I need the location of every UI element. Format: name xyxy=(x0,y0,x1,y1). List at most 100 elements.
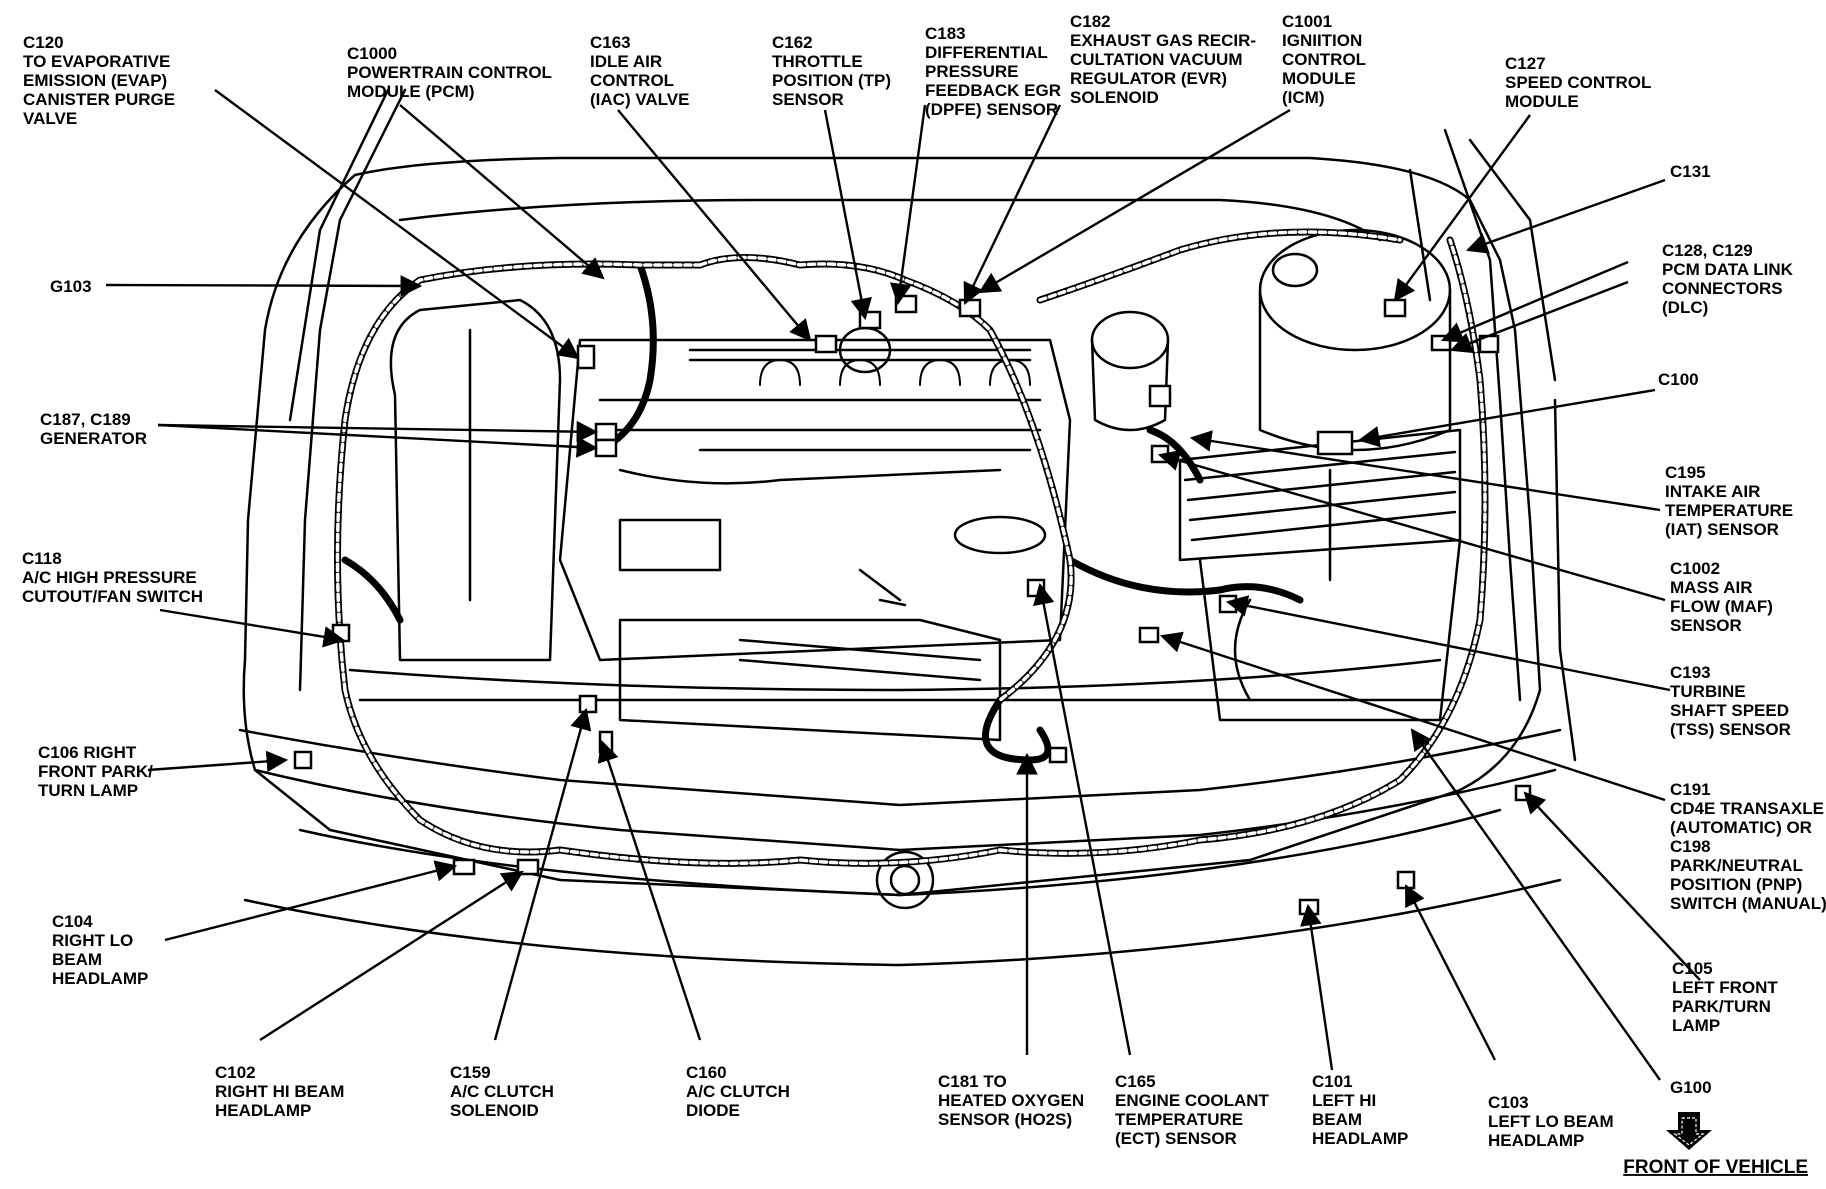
callout-line: C106 RIGHT xyxy=(38,743,137,762)
callout-line: A/C CLUTCH xyxy=(686,1082,790,1101)
callout-line: EMISSION (EVAP) xyxy=(23,71,167,90)
callout-line: MODULE (PCM) xyxy=(347,82,474,101)
callout-line: G100 xyxy=(1670,1078,1712,1097)
callout-line: HEATED OXYGEN xyxy=(938,1091,1084,1110)
callout-line: (DPFE) SENSOR xyxy=(925,100,1058,119)
callout-line: TURN LAMP xyxy=(38,781,138,800)
callout-line: C103 xyxy=(1488,1093,1529,1112)
callout-line: C165 xyxy=(1115,1072,1156,1091)
callout-line: IGNIITION xyxy=(1282,31,1362,50)
callout-line: LEFT HI xyxy=(1312,1091,1376,1110)
callout-line: C191 xyxy=(1670,780,1711,799)
callout-line: MODULE xyxy=(1505,92,1579,111)
connectors xyxy=(293,294,1532,916)
callout-line: RIGHT HI BEAM xyxy=(215,1082,344,1101)
callout-line: TO EVAPORATIVE xyxy=(23,52,170,71)
callout-line: C162 xyxy=(772,33,813,52)
callout-line: FEEDBACK EGR xyxy=(925,81,1061,100)
callout-line: C118 xyxy=(22,549,62,568)
callout-line: HEADLAMP xyxy=(1312,1129,1408,1148)
callout-line: C127 xyxy=(1505,54,1546,73)
callout-line: GENERATOR xyxy=(40,429,147,448)
callout-line: CONNECTORS xyxy=(1662,279,1783,298)
callout-line: CONTROL xyxy=(1282,50,1366,69)
callout-line: SWITCH (MANUAL) xyxy=(1670,894,1826,913)
callout-line: PRESSURE xyxy=(925,62,1019,81)
callout-line: ENGINE COOLANT xyxy=(1115,1091,1270,1110)
callout-line: CULTATION VACUUM xyxy=(1070,50,1243,69)
callout-line: C105 xyxy=(1672,959,1713,978)
callout-line: C187, C189 xyxy=(40,410,131,429)
callout-line: CANISTER PURGE xyxy=(23,90,175,109)
callout-line: C160 xyxy=(686,1063,727,1082)
callout-line: (ICM) xyxy=(1282,88,1324,107)
callout-line: VALVE xyxy=(23,109,77,128)
callout-line: MASS AIR xyxy=(1670,578,1753,597)
callout-line: CD4E TRANSAXLE xyxy=(1670,799,1824,818)
callout-line: C102 xyxy=(215,1063,256,1082)
callout-line: POSITION (PNP) xyxy=(1670,875,1802,894)
front-of-vehicle-indicator: FRONT OF VEHICLE xyxy=(1623,1112,1808,1178)
callout-line: C1000 xyxy=(347,44,397,63)
callout-line: LAMP xyxy=(1672,1016,1720,1035)
wiring-harness-inner xyxy=(335,230,1487,866)
callout-line: G103 xyxy=(50,277,92,296)
callout-line: C128, C129 xyxy=(1662,241,1753,260)
callout-line: HEADLAMP xyxy=(215,1101,311,1120)
callout-line: C159 xyxy=(450,1063,491,1082)
callout-line: CUTOUT/FAN SWITCH xyxy=(22,587,203,606)
callout-g103: G103 xyxy=(50,277,92,296)
callout-line: BEAM xyxy=(1312,1110,1362,1129)
callout-line: SOLENOID xyxy=(450,1101,539,1120)
callout-line: SHAFT SPEED xyxy=(1670,701,1789,720)
callout-line: A/C HIGH PRESSURE xyxy=(22,568,197,587)
callout-line: MODULE xyxy=(1282,69,1356,88)
callout-line: THROTTLE xyxy=(772,52,863,71)
callout-line: TURBINE xyxy=(1670,682,1746,701)
callout-line: C198 xyxy=(1670,837,1711,856)
callout-line: CONTROL xyxy=(590,71,674,90)
callout-line: C120 xyxy=(23,33,64,52)
callout-line: BEAM xyxy=(52,950,102,969)
callout-line: C131 xyxy=(1670,162,1711,181)
wiring-harness xyxy=(334,228,1489,867)
callout-line: SENSOR xyxy=(772,90,844,109)
front-arrow-icon xyxy=(1666,1112,1712,1150)
callout-line: SOLENOID xyxy=(1070,88,1159,107)
callout-line: POSITION (TP) xyxy=(772,71,891,90)
callout-line: (AUTOMATIC) OR xyxy=(1670,818,1812,837)
callout-line: HEADLAMP xyxy=(52,969,148,988)
callout-line: SENSOR (HO2S) xyxy=(938,1110,1072,1129)
callout-c131: C131 xyxy=(1670,162,1711,181)
callout-line: SPEED CONTROL xyxy=(1505,73,1651,92)
callout-line: INTAKE AIR xyxy=(1665,482,1760,501)
callout-line: C100 xyxy=(1658,370,1699,389)
callout-line: (TSS) SENSOR xyxy=(1670,720,1791,739)
callout-line: C183 xyxy=(925,24,966,43)
callout-line: PARK/NEUTRAL xyxy=(1670,856,1803,875)
callout-line: C181 TO xyxy=(938,1072,1007,1091)
callout-line: REGULATOR (EVR) xyxy=(1070,69,1227,88)
callout-g100: G100 xyxy=(1670,1078,1712,1097)
callout-line: IDLE AIR xyxy=(590,52,662,71)
callout-line: DIODE xyxy=(686,1101,740,1120)
callout-line: PCM DATA LINK xyxy=(1662,260,1794,279)
callout-line: SENSOR xyxy=(1670,616,1742,635)
